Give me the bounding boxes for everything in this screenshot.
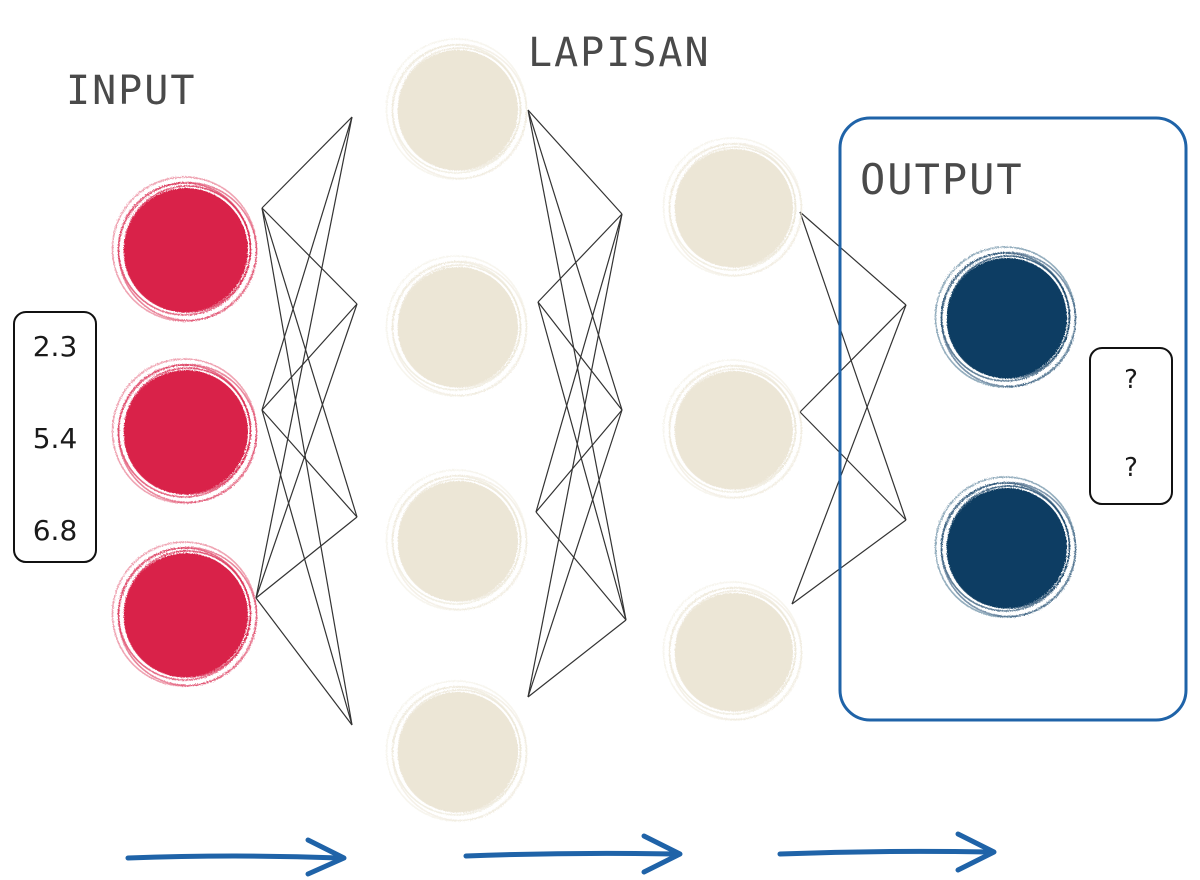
input-value-2: 5.4 bbox=[33, 422, 78, 455]
input-value-1: 2.3 bbox=[33, 330, 78, 363]
connection-hidden2-2-to-output-1 bbox=[799, 304, 907, 413]
connection-hidden1-4-to-hidden2-1 bbox=[527, 213, 623, 698]
connection-input-2-to-hidden1-2 bbox=[261, 303, 358, 411]
connections bbox=[255, 109, 907, 726]
connection-hidden1-1-to-hidden2-2 bbox=[527, 109, 623, 411]
connection-input-1-to-hidden1-1 bbox=[261, 116, 353, 209]
connection-hidden1-3-to-hidden2-2 bbox=[535, 409, 623, 513]
connection-input-3-to-hidden1-4 bbox=[255, 597, 353, 726]
connection-hidden1-3-to-hidden2-1 bbox=[535, 213, 623, 513]
output-node-1 bbox=[934, 246, 1077, 388]
connection-hidden1-3-to-hidden2-3 bbox=[535, 511, 627, 621]
hidden1-node-4 bbox=[385, 680, 528, 822]
connection-hidden2-1-to-output-2 bbox=[799, 211, 907, 521]
connection-input-2-to-hidden1-4 bbox=[261, 409, 353, 726]
connection-hidden1-1-to-hidden2-3 bbox=[527, 109, 627, 621]
hidden2-node-3 bbox=[662, 581, 803, 721]
connection-hidden1-2-to-hidden2-1 bbox=[537, 213, 623, 303]
output-value-1: ? bbox=[1124, 365, 1138, 395]
hidden1-node-3 bbox=[385, 469, 528, 611]
flow-arrow-2 bbox=[463, 833, 683, 875]
connection-hidden1-1-to-hidden2-1 bbox=[527, 109, 623, 215]
connection-hidden1-2-to-hidden2-3 bbox=[537, 301, 627, 621]
flow-arrow-3 bbox=[777, 831, 997, 873]
output-values-box bbox=[1089, 347, 1173, 505]
hidden1-node-1 bbox=[385, 38, 528, 180]
connection-input-1-to-hidden1-4 bbox=[261, 207, 353, 726]
flow-arrow-1 bbox=[125, 837, 347, 877]
connection-hidden2-2-to-output-2 bbox=[799, 411, 907, 521]
connection-input-2-to-hidden1-3 bbox=[261, 409, 358, 518]
connection-hidden1-2-to-hidden2-2 bbox=[537, 301, 623, 411]
hidden1-node-2 bbox=[385, 255, 528, 397]
output-value-2: ? bbox=[1124, 453, 1138, 483]
output-label: OUTPUT bbox=[860, 155, 1024, 204]
hidden2-node-1 bbox=[662, 137, 803, 277]
input-node-3 bbox=[111, 541, 258, 687]
connection-input-2-to-hidden1-1 bbox=[261, 116, 353, 411]
connection-input-1-to-hidden1-3 bbox=[261, 207, 358, 518]
connection-hidden1-4-to-hidden2-2 bbox=[527, 409, 623, 698]
connection-input-3-to-hidden1-1 bbox=[255, 116, 353, 599]
nodes bbox=[111, 38, 1077, 822]
output-node-2 bbox=[934, 476, 1077, 618]
hidden-label: LAPISAN bbox=[528, 30, 711, 76]
connection-hidden1-4-to-hidden2-3 bbox=[527, 619, 627, 698]
connection-input-3-to-hidden1-3 bbox=[255, 516, 358, 599]
input-node-2 bbox=[111, 358, 258, 504]
connection-hidden2-3-to-output-2 bbox=[791, 519, 907, 605]
input-value-3: 6.8 bbox=[33, 514, 78, 547]
hidden2-node-2 bbox=[662, 359, 803, 499]
input-label: INPUT bbox=[66, 68, 196, 114]
input-node-1 bbox=[111, 176, 258, 322]
connection-input-3-to-hidden1-2 bbox=[255, 303, 358, 599]
output-frame bbox=[838, 116, 1188, 722]
input-values-box bbox=[13, 311, 97, 563]
connection-hidden2-3-to-output-1 bbox=[791, 304, 907, 605]
connection-hidden2-1-to-output-1 bbox=[799, 211, 907, 306]
